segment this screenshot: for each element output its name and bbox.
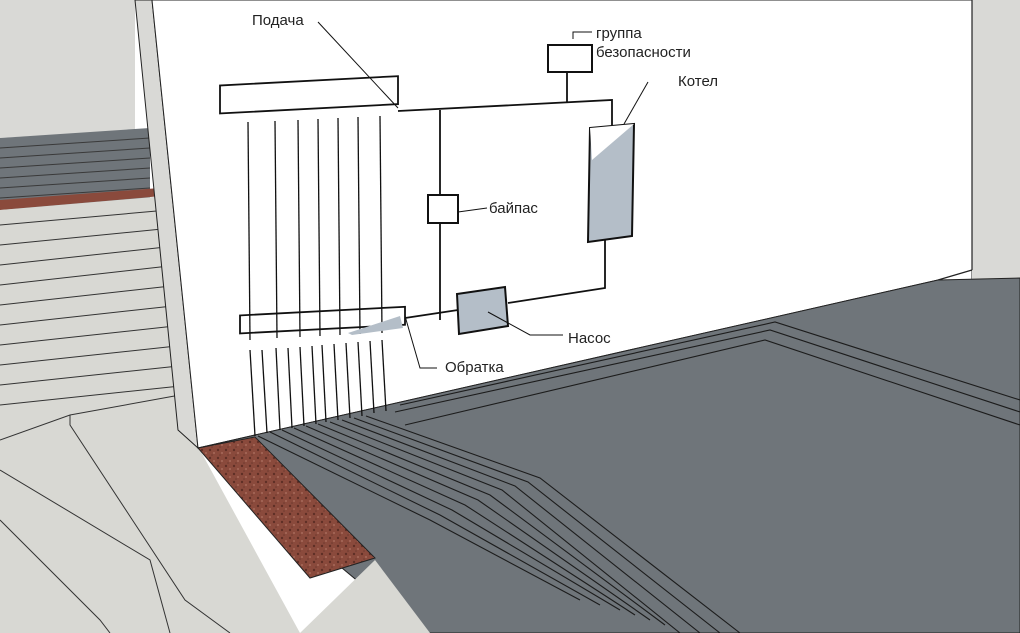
label-pump: Насос <box>568 330 611 347</box>
return-manifold <box>239 305 406 335</box>
boiler-icon <box>586 122 636 244</box>
label-bypass: байпас <box>489 200 538 217</box>
label-supply: Подача <box>252 12 304 29</box>
leader-lines <box>317 21 649 369</box>
insulation-strip <box>197 436 376 579</box>
label-safety-group-line2: безопасности <box>596 44 691 61</box>
label-return: Обратка <box>445 359 504 376</box>
supply-manifold <box>219 75 399 115</box>
safety-group-icon <box>547 44 593 73</box>
label-boiler: Котел <box>678 73 718 90</box>
left-room <box>0 0 300 633</box>
main-floor <box>196 277 1020 633</box>
heating-system <box>219 70 613 437</box>
label-safety-group-line1: группа <box>596 25 642 42</box>
bypass-valve-icon <box>427 194 459 224</box>
pump-icon <box>455 285 510 336</box>
